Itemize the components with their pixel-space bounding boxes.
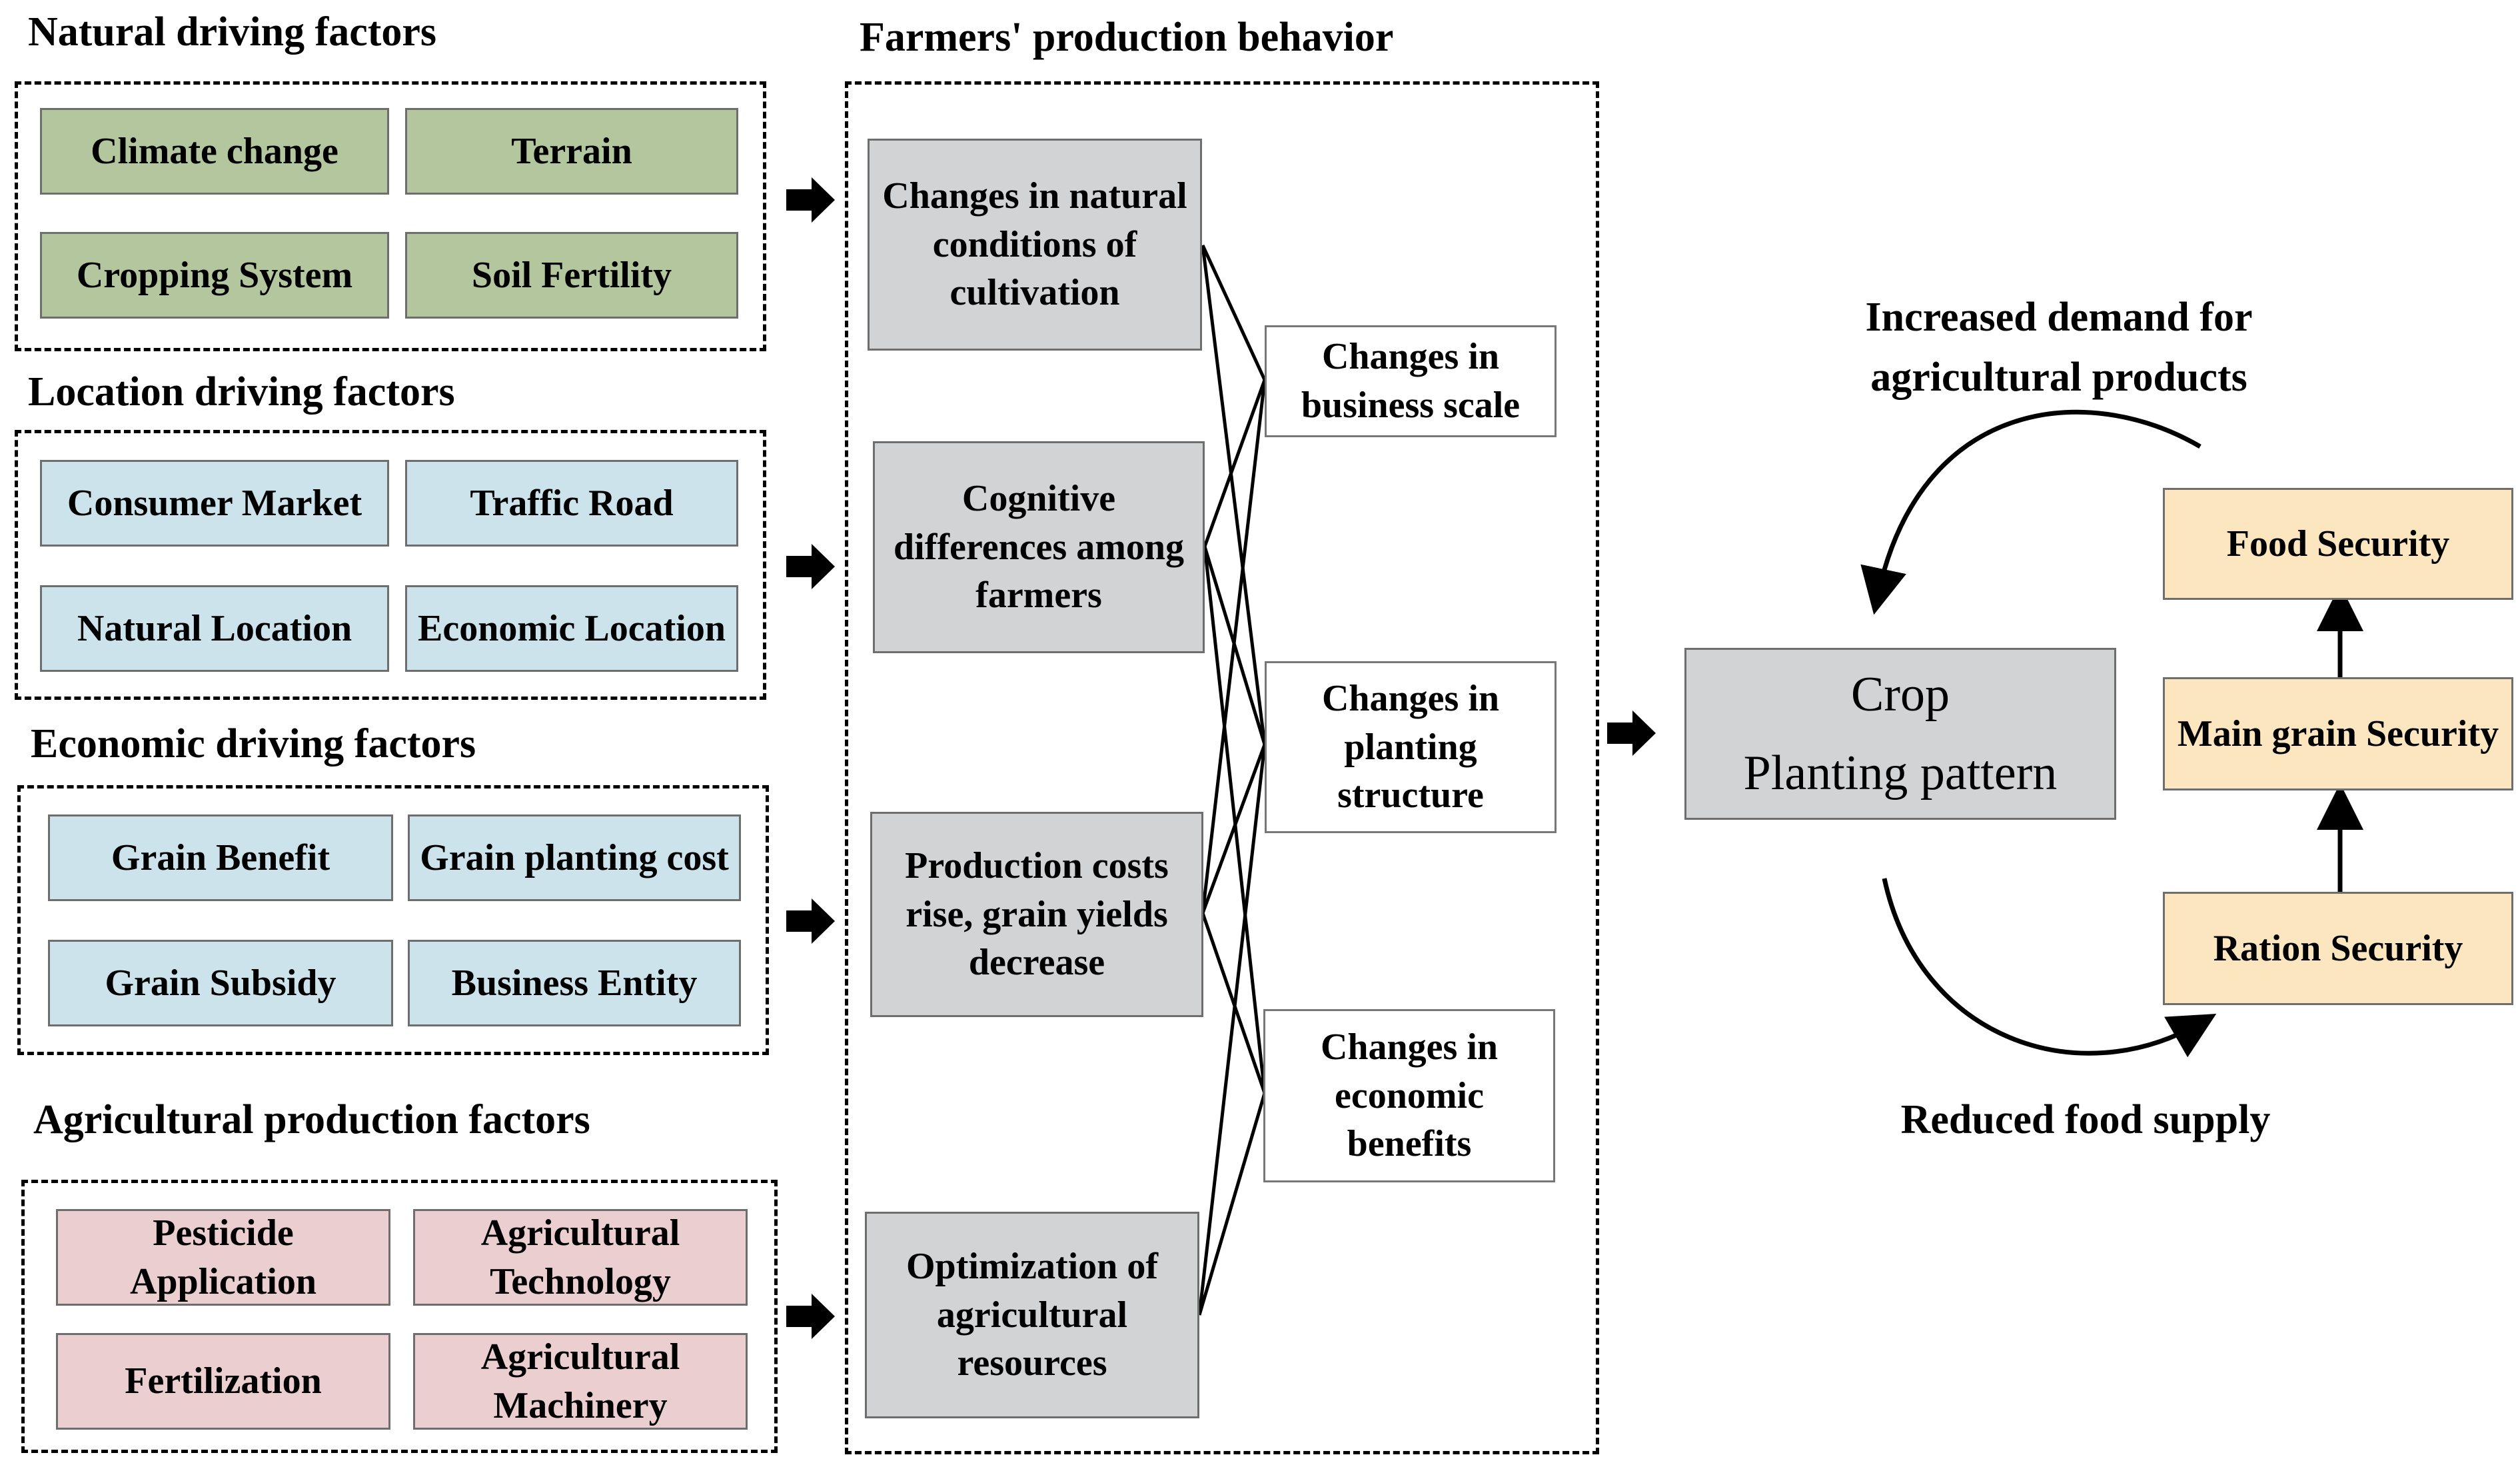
location-factors-group	[15, 430, 766, 700]
factor-economic-location: Economic Location	[405, 585, 738, 672]
factor-climate-change: Climate change	[40, 108, 389, 195]
header-economic-factors: Economic driving factors	[31, 721, 476, 766]
factor-grain-planting-cost: Grain planting cost	[408, 814, 741, 901]
header-location-factors: Location driving factors	[28, 369, 455, 415]
block-arrow-icon	[786, 898, 835, 944]
factor-natural-location: Natural Location	[40, 585, 389, 672]
block-arrow-icon	[786, 1294, 835, 1339]
link-line	[1203, 546, 1267, 1094]
economic-factors-group	[17, 785, 769, 1055]
link-line	[1197, 744, 1267, 1316]
cycle-label-increased-demand: Increased demand for agricultural produc…	[1865, 295, 2253, 400]
factor-traffic-road: Traffic Road	[405, 460, 738, 547]
change-planting-structure: Changes in planting structure	[1265, 661, 1557, 833]
factor-business-entity: Business Entity	[408, 940, 741, 1026]
security-main-grain: Main grain Security	[2163, 677, 2513, 790]
header-farmers-behavior: Farmers' production behavior	[860, 15, 1394, 60]
farmers-behavior-group	[845, 81, 1599, 1454]
factor-fertilization: Fertilization	[56, 1333, 390, 1430]
behavior-natural-conditions: Changes in natural conditions of cultiva…	[868, 139, 1202, 351]
cycle-label-reduced-supply: Reduced food supply	[1900, 1097, 2271, 1142]
link-line	[1203, 379, 1267, 547]
factor-grain-subsidy: Grain Subsidy	[48, 940, 393, 1026]
factor-agricultural-technology: Agricultural Technology	[413, 1209, 748, 1306]
security-food: Food Security	[2163, 488, 2513, 600]
factor-terrain: Terrain	[405, 108, 738, 195]
factor-cropping-system: Cropping System	[40, 232, 389, 319]
link-line	[1201, 245, 1267, 745]
natural-factors-group	[15, 81, 766, 351]
header-natural-factors: Natural driving factors	[28, 9, 437, 55]
factor-grain-benefit: Grain Benefit	[48, 814, 393, 901]
block-arrow-icon	[786, 544, 835, 589]
security-ration: Ration Security	[2163, 892, 2513, 1005]
curve-arrow-bottom	[1882, 878, 2217, 1058]
block-arrow-icon	[786, 177, 835, 223]
agricultural-factors-group	[21, 1180, 778, 1453]
crop-pattern-line1: Crop	[1851, 667, 1950, 722]
factor-agricultural-machinery: Agricultural Machinery	[413, 1333, 748, 1430]
header-agricultural-factors: Agricultural production factors	[33, 1097, 590, 1142]
behavior-cognitive-differences: Cognitive differences among farmers	[873, 441, 1205, 653]
change-economic-benefits: Changes in economic benefits	[1263, 1009, 1555, 1182]
curve-arrow-top	[1860, 409, 2202, 615]
link-line	[1201, 379, 1267, 914]
crop-pattern-line2: Planting pattern	[1743, 746, 2058, 800]
behavior-production-costs: Production costs rise, grain yields decr…	[870, 812, 1203, 1017]
link-line	[1201, 744, 1267, 914]
crop-planting-pattern: Crop Planting pattern	[1684, 648, 2116, 820]
link-line	[1197, 1092, 1267, 1316]
factor-consumer-market: Consumer Market	[40, 460, 389, 547]
behavior-optimization: Optimization of agricultural resources	[865, 1212, 1199, 1418]
change-business-scale: Changes in business scale	[1265, 325, 1557, 437]
block-arrow-icon	[1607, 711, 1656, 756]
link-line	[1201, 244, 1267, 381]
factor-pesticide-application: Pesticide Application	[56, 1209, 390, 1306]
factor-soil-fertility: Soil Fertility	[405, 232, 738, 319]
